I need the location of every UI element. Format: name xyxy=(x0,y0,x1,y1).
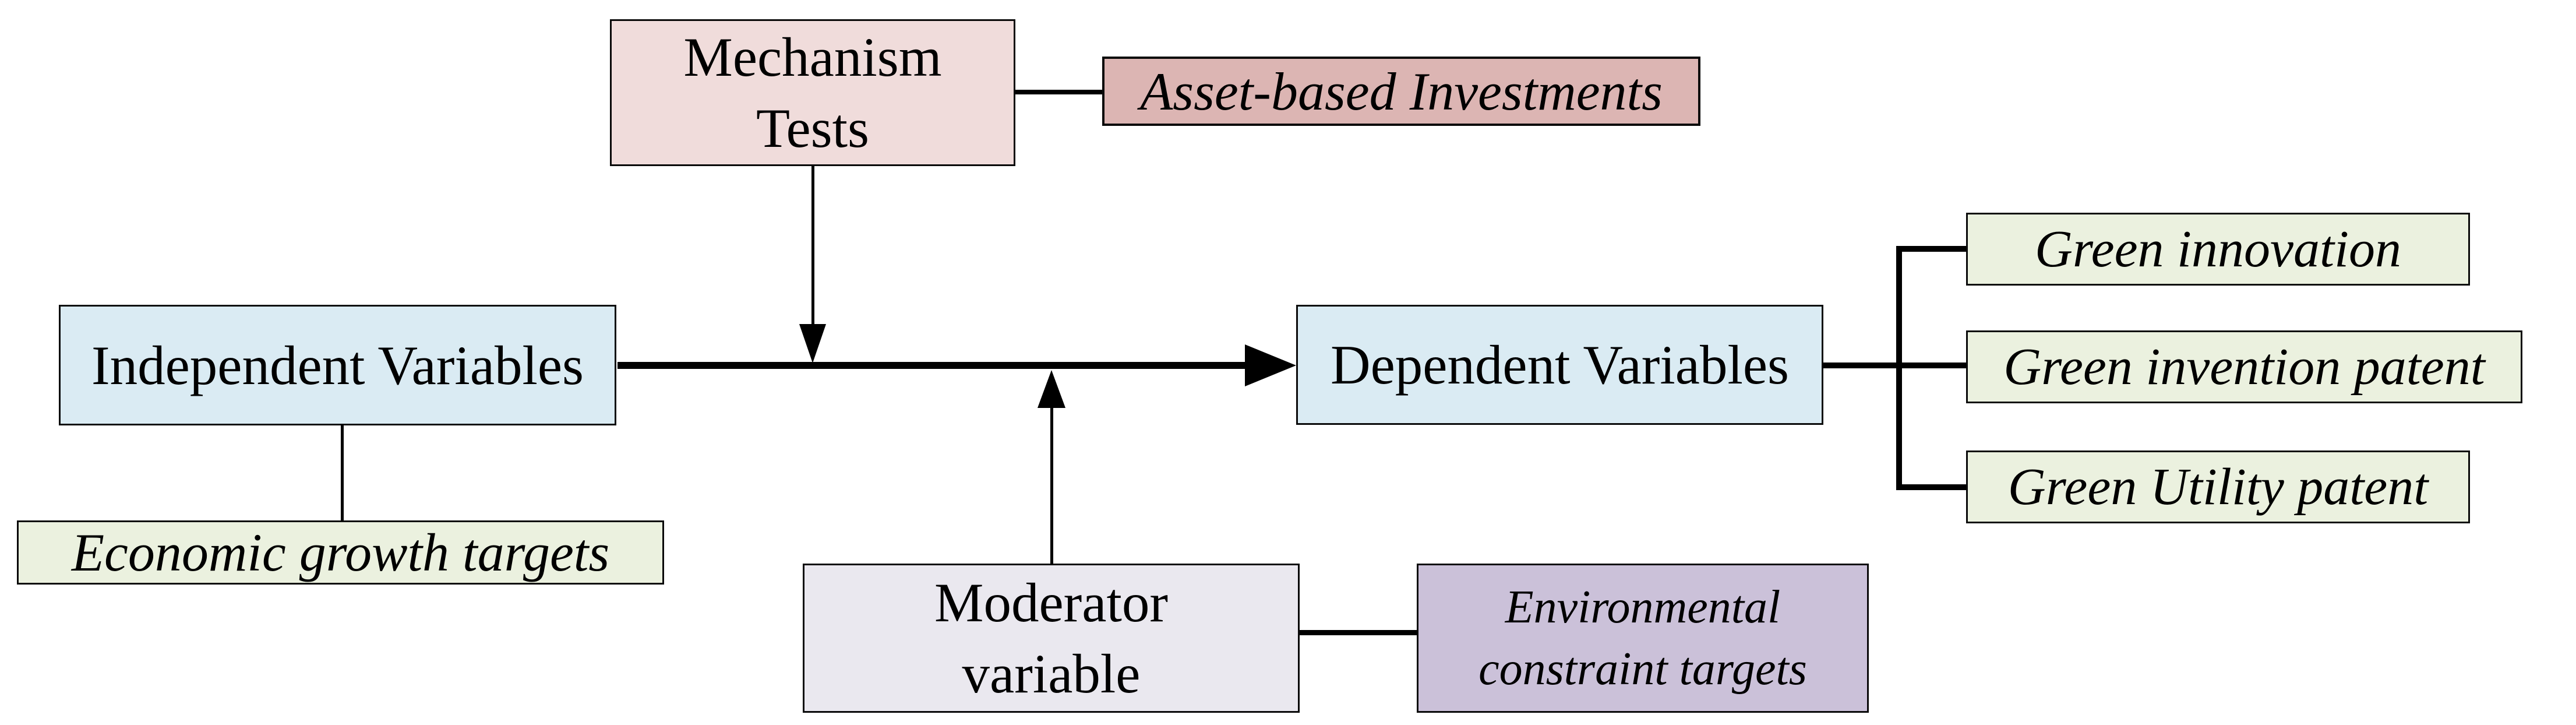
connector-mechanism-to-asset xyxy=(1014,90,1102,94)
bracket-vertical-line xyxy=(1896,246,1902,490)
environmental-constraint-targets-label-line1: Environmental xyxy=(1505,582,1781,633)
connector-independent-to-dependent xyxy=(617,362,1247,369)
independent-variables-node: Independent Variables xyxy=(59,305,616,425)
arrowhead-down-icon xyxy=(799,324,826,363)
connector-independent-to-economic xyxy=(341,425,344,520)
economic-growth-targets-node: Economic growth targets xyxy=(17,520,664,585)
connector-moderator-to-environmental xyxy=(1300,630,1417,635)
moderator-variable-label-line2: variable xyxy=(962,643,1141,705)
connector-dependent-to-bracket xyxy=(1823,362,1966,368)
economic-growth-targets-label: Economic growth targets xyxy=(71,523,610,582)
connector-moderator-up-arrow-line xyxy=(1050,407,1053,564)
green-invention-patent-node: Green invention patent xyxy=(1966,330,2522,403)
environmental-constraint-targets-label-line2: constraint targets xyxy=(1478,643,1807,695)
independent-variables-label: Independent Variables xyxy=(91,334,584,396)
mechanism-tests-label-line1: Mechanism xyxy=(683,26,942,88)
arrowhead-up-icon xyxy=(1038,370,1065,408)
asset-based-investments-node: Asset-based Investments xyxy=(1102,57,1700,126)
green-invention-patent-label: Green invention patent xyxy=(2003,338,2485,396)
green-utility-patent-node: Green Utility patent xyxy=(1966,451,2470,523)
asset-based-investments-label: Asset-based Investments xyxy=(1140,61,1663,121)
green-innovation-node: Green innovation xyxy=(1966,213,2470,286)
green-innovation-label: Green innovation xyxy=(2034,220,2402,278)
mechanism-tests-label-line2: Tests xyxy=(756,97,869,159)
moderator-variable-label-line1: Moderator xyxy=(934,572,1168,634)
mechanism-tests-node: Mechanism Tests xyxy=(610,19,1015,166)
connector-mechanism-down-arrow-line xyxy=(811,166,814,325)
moderator-variable-node: Moderator variable xyxy=(803,564,1300,713)
green-utility-patent-label: Green Utility patent xyxy=(2007,458,2429,516)
dependent-variables-node: Dependent Variables xyxy=(1296,305,1823,425)
bracket-stub-green-utility xyxy=(1896,484,1966,490)
arrowhead-right-icon xyxy=(1245,344,1296,386)
dependent-variables-label: Dependent Variables xyxy=(1331,334,1789,396)
environmental-constraint-targets-node: Environmental constraint targets xyxy=(1417,564,1869,713)
bracket-stub-green-innovation xyxy=(1896,246,1966,252)
